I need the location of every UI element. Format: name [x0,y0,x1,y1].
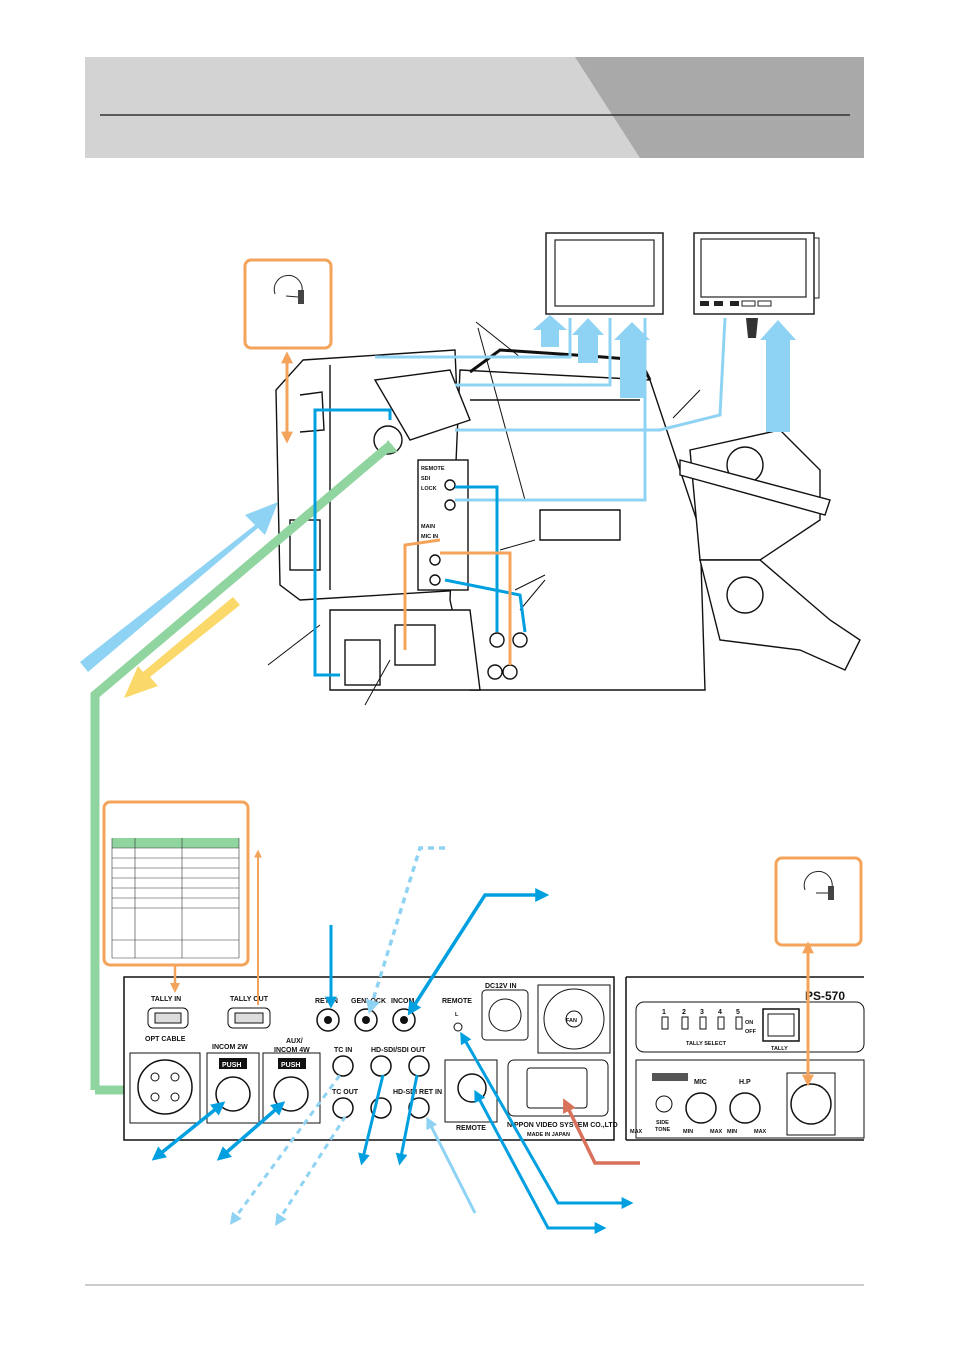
label-incom: INCOM [391,998,415,1005]
label-push-1: PUSH [222,1062,241,1069]
header-banner [85,57,864,158]
camera-label-mic-in: MIC IN [421,534,438,540]
label-ret-in: RET IN [315,998,338,1005]
label-tally-1: 1 [662,1009,666,1016]
label-tc-in: TC IN [334,1047,352,1054]
front-panel-labels: PS-570 1 2 3 4 5 ON OFF TALLY SELECT TAL… [630,989,845,1135]
label-aux: AUX/ [286,1038,303,1045]
label-incom-2w: INCOM 2W [212,1044,248,1051]
label-tally-select: TALLY SELECT [686,1041,727,1047]
label-tally: TALLY [771,1046,788,1052]
label-hd-sdi-ret-in: HD-SDI RET IN [393,1089,442,1096]
camera-label-sdi: SDI [421,476,431,482]
camera-drawing [275,348,861,691]
label-hp: H.P [739,1079,751,1086]
label-hd-sdi-out: HD-SDI/SDI OUT [371,1047,426,1054]
label-max-mic: MAX [710,1129,723,1135]
label-side: SIDE [656,1120,669,1126]
label-opt-cable: OPT CABLE [145,1036,186,1043]
headset-icon-2 [803,870,834,900]
headset-box-ps570 [774,856,863,947]
label-min-mic: MIN [683,1129,693,1135]
label-remote-top: REMOTE [442,998,472,1005]
label-tally-3: 3 [700,1009,704,1016]
label-tally-4: 4 [718,1009,722,1016]
label-mic: MIC [694,1079,707,1086]
label-fan: FAN [566,1018,577,1024]
label-tally-out: TALLY OUT [230,996,269,1003]
label-model: PS-570 [805,989,845,1003]
label-max-hp: MAX [754,1129,767,1135]
camera-label-lock: LOCK [421,486,437,492]
monitor-1 [545,232,664,315]
label-tally-in: TALLY IN [151,996,181,1003]
sdi-lines-camera [444,485,527,633]
camera-label-main: MAIN [421,524,435,530]
label-max-side: MAX [630,1129,643,1135]
tally-table-box [102,800,250,967]
label-made-in: MADE IN JAPAN [527,1132,570,1138]
label-push-2: PUSH [281,1062,300,1069]
big-arrow-blue [80,502,278,672]
label-tc-out: TC OUT [332,1089,359,1096]
label-tally-5: 5 [736,1009,740,1016]
label-remote-bottom: REMOTE [456,1125,486,1132]
label-incom-4w: INCOM 4W [274,1047,310,1054]
monitor-2 [693,232,820,338]
big-arrow-yellow [124,597,240,698]
headset-box-camera [243,258,333,350]
label-tone: TONE [655,1127,671,1133]
headset-icon [273,274,304,304]
camera-label-remote: REMOTE [421,466,445,472]
label-maker: NIPPON VIDEO SYSTEM CO.,LTD [507,1122,618,1129]
remote-line-camera [313,408,392,677]
video-arrows-monitors [533,315,796,432]
front-panel [625,976,865,1141]
label-dc12v-in: DC12V IN [485,983,517,990]
audio-links-camera [281,351,512,665]
base-arrows [151,846,814,1234]
camera-connector-labels: REMOTE SDI LOCK MAIN MIC IN [421,466,445,540]
video-lines-camera [375,317,727,502]
label-min-hp: MIN [727,1129,737,1135]
label-genlock: GENLOCK [351,998,386,1005]
label-tally-2: 2 [682,1009,686,1016]
label-off: OFF [745,1029,757,1035]
label-on: ON [745,1020,753,1026]
